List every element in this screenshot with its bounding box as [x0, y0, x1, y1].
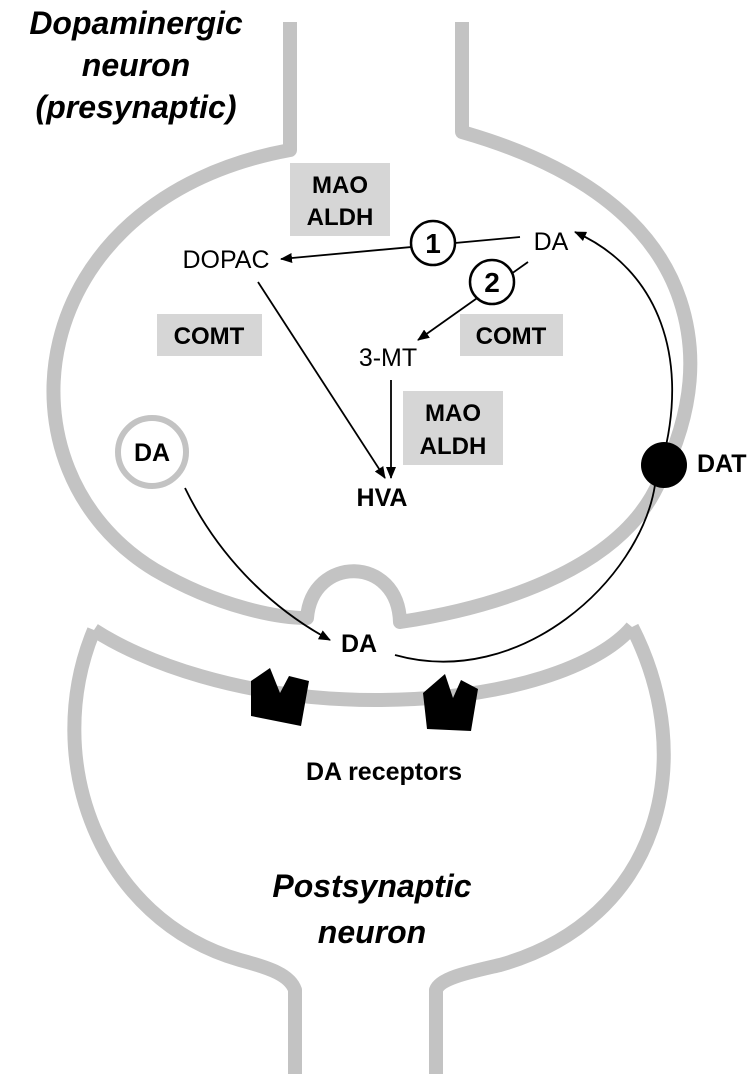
step-1-number: 1 — [425, 228, 441, 259]
dopac-label: DOPAC — [182, 246, 269, 274]
postsynaptic-membrane — [67, 622, 671, 1074]
enzyme-mao-mid: MAO — [425, 400, 481, 427]
enzyme-aldh-mid: ALDH — [420, 433, 487, 460]
vesicle: DA — [115, 415, 189, 489]
enzyme-comt-left: COMT — [174, 323, 245, 350]
presynaptic-title-line-1: Dopaminergic — [29, 5, 243, 41]
enzyme-box-comt-right: COMT — [460, 314, 563, 356]
enzyme-mao-top: MAO — [312, 172, 368, 199]
arrow-dat-to-da — [574, 231, 674, 463]
dat-label: DAT — [697, 450, 747, 478]
step-2-marker: 2 — [468, 258, 516, 306]
arrow-vesicle-release — [184, 487, 331, 641]
step-1-marker: 1 — [409, 219, 457, 267]
enzyme-comt-right: COMT — [476, 323, 547, 350]
enzyme-aldh-top: ALDH — [307, 204, 374, 231]
da-receptor-left — [251, 668, 309, 726]
step-2-number: 2 — [484, 267, 500, 298]
presynaptic-title-line-2: neuron — [82, 47, 190, 83]
da-receptor-right — [423, 674, 478, 731]
presynaptic-title-line-3: (presynaptic) — [36, 89, 237, 125]
postsynaptic-title-line-2: neuron — [318, 914, 426, 950]
arrow-dopac-to-hva — [257, 281, 386, 479]
vesicle-da-label: DA — [134, 439, 170, 467]
arrow-dat-reuptake — [394, 484, 656, 663]
enzyme-box-comt-left: COMT — [157, 314, 262, 356]
da-receptors-label: DA receptors — [306, 758, 462, 786]
da-cytosol-label: DA — [534, 228, 569, 256]
enzyme-box-mao-aldh-mid: MAO ALDH — [403, 391, 503, 465]
3mt-label: 3-MT — [359, 344, 417, 372]
presynaptic-membrane — [46, 22, 698, 629]
hva-label: HVA — [357, 484, 408, 512]
enzyme-box-mao-aldh-top: MAO ALDH — [290, 163, 390, 236]
synaptic-da-label: DA — [341, 630, 377, 658]
dat-transporter — [641, 442, 687, 488]
postsynaptic-title-line-1: Postsynaptic — [272, 868, 471, 904]
arrow-da-to-dopac — [280, 236, 521, 263]
